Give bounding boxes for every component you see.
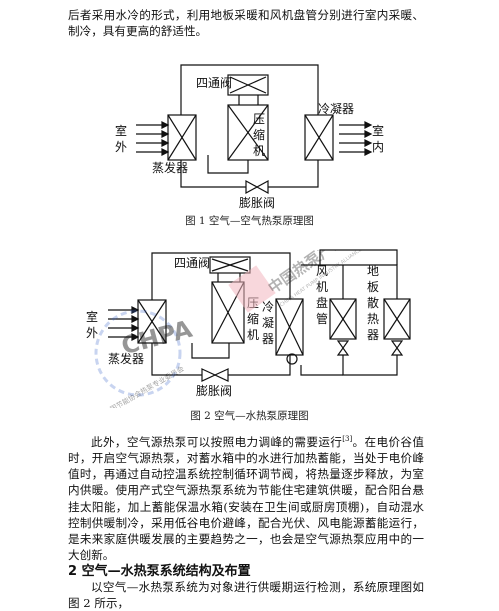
fig2-outdoor-label-1: 室	[86, 309, 98, 324]
citation-ref: [3]	[342, 435, 353, 443]
fig2-compressor-label-2: 缩	[247, 311, 259, 326]
chpa-watermark-logo: CHPA 中国节能协会热泵专业委员会	[94, 309, 195, 408]
fig2-expansion-valve	[201, 368, 217, 382]
fig1-pipe-top-right	[248, 64, 319, 115]
fig1-outdoor-label-1: 室	[115, 123, 127, 138]
fig1-condenser-label: 冷凝器	[318, 101, 354, 116]
fig2-expansion-valve-label: 膨胀阀	[196, 384, 232, 398]
section-heading: 2 空气—水热泵系统结构及布置	[68, 564, 251, 579]
fig2-four-way-valve	[209, 256, 251, 274]
fig2-outdoor-label-2: 外	[86, 326, 98, 340]
fig1-compressor-label-1: 压	[253, 112, 265, 126]
fig1-indoor-label-1: 室	[372, 123, 384, 138]
fig1-evaporator	[167, 114, 197, 161]
fig2-fan-coil-label-3: 盘	[316, 295, 328, 310]
fig1-outdoor-airflow-arrows	[136, 121, 170, 156]
fig1-evaporator-label: 蒸发器	[152, 160, 188, 175]
fig2-compressor	[211, 281, 245, 344]
fig1-pipe-top-left	[180, 64, 248, 115]
fig2-evaporator	[137, 299, 167, 344]
fig2-water-pump	[286, 353, 298, 365]
fig2-outdoor-airflow-arrows	[108, 306, 140, 341]
figure-2-caption: 图 2 空气—水热泵原理图	[190, 410, 309, 422]
fig2-condenser-label-2: 凝	[262, 315, 274, 330]
body-paragraph: 此外，空气源热泵可以按照电力调峰的需要运行[3]。在电价谷值时，开启空气源热泵，…	[68, 431, 424, 563]
fig2-condenser-label-1: 冷	[262, 300, 274, 314]
fig2-floor-heater-label-4: 热	[367, 312, 379, 326]
fig2-condenser-label-3: 器	[262, 332, 274, 346]
body-text-before-ref: 此外，空气源热泵可以按照电力调峰的需要运行	[91, 434, 343, 449]
alliance-logo-icon	[228, 265, 276, 313]
chpa-logo-subtext: 中国节能协会热泵专业委员会	[102, 364, 185, 408]
fig1-indoor-airflow-arrows	[339, 121, 373, 156]
fig1-expansion-valve	[245, 179, 259, 195]
fig1-four-way-valve-label: 四通阀	[196, 76, 232, 90]
fig1-indoor-label-2: 内	[372, 140, 384, 154]
heat-pump-alliance-watermark-logo: 中国热泵产业联盟 CHINA HEAT PUMP INDUSTRY ALLIAN…	[228, 250, 365, 313]
fig1-expansion-valve-label: 膨胀阀	[239, 196, 275, 210]
fig1-compressor-label-3: 机	[253, 144, 265, 158]
fig1-four-way-valve	[227, 74, 269, 96]
fig2-floor-heater-label-2: 板	[367, 280, 379, 294]
fig2-evaporator-label: 蒸发器	[108, 351, 144, 366]
figure-1-air-air-heat-pump-diagram: 四通阀 压 缩 机 冷凝器 蒸发器 膨胀阀 室 外 室 内	[115, 64, 384, 210]
fig2-four-way-valve-label: 四通阀	[174, 256, 210, 270]
body-text-after-ref: 。在电价谷值时，开启空气源热泵，对蓄水箱中的水进行加热蓄能，当处于电价峰值时，再…	[68, 434, 424, 563]
fig1-condenser	[304, 114, 334, 161]
fig2-fan-coil	[329, 298, 357, 340]
fig2-floor-heater-valve	[390, 340, 404, 350]
fig1-outdoor-label-2: 外	[115, 140, 127, 154]
fig1-compressor-label-2: 缩	[253, 127, 265, 142]
fig2-floor-heater-label-3: 散	[367, 295, 379, 310]
fig2-floor-heater	[383, 298, 411, 340]
fig1-pipe-bottom-right	[268, 160, 319, 188]
fig1-pipe-comp-down	[207, 155, 249, 174]
figure-1-caption: 图 1 空气—空气热泵原理图	[185, 215, 314, 227]
intro-paragraph: 后者采用水冷的形式，利用地板采暖和风机盘管分别进行室内采暖、制冷，具有更高的舒适…	[68, 8, 424, 39]
fig2-fan-coil-label-4: 管	[316, 311, 328, 326]
fig2-fan-coil-label-1: 风	[316, 264, 328, 278]
chpa-logo-text: CHPA	[118, 315, 195, 361]
fig1-compressor	[227, 104, 269, 161]
section-first-line: 以空气—水热泵系统为对象进行供暖期运行检测，系统原理图如图 2 所示，	[68, 580, 424, 611]
fig2-floor-heater-label-5: 器	[367, 328, 379, 342]
fig1-pipe-bottom-left	[180, 160, 246, 188]
fig2-floor-heater-label-1: 地	[367, 264, 379, 278]
fig2-fan-coil-label-2: 机	[316, 280, 328, 294]
fig2-compressor-label-3: 机	[247, 328, 259, 342]
fig2-fan-coil-valve	[336, 340, 350, 350]
chpa-star-icon	[94, 309, 182, 397]
